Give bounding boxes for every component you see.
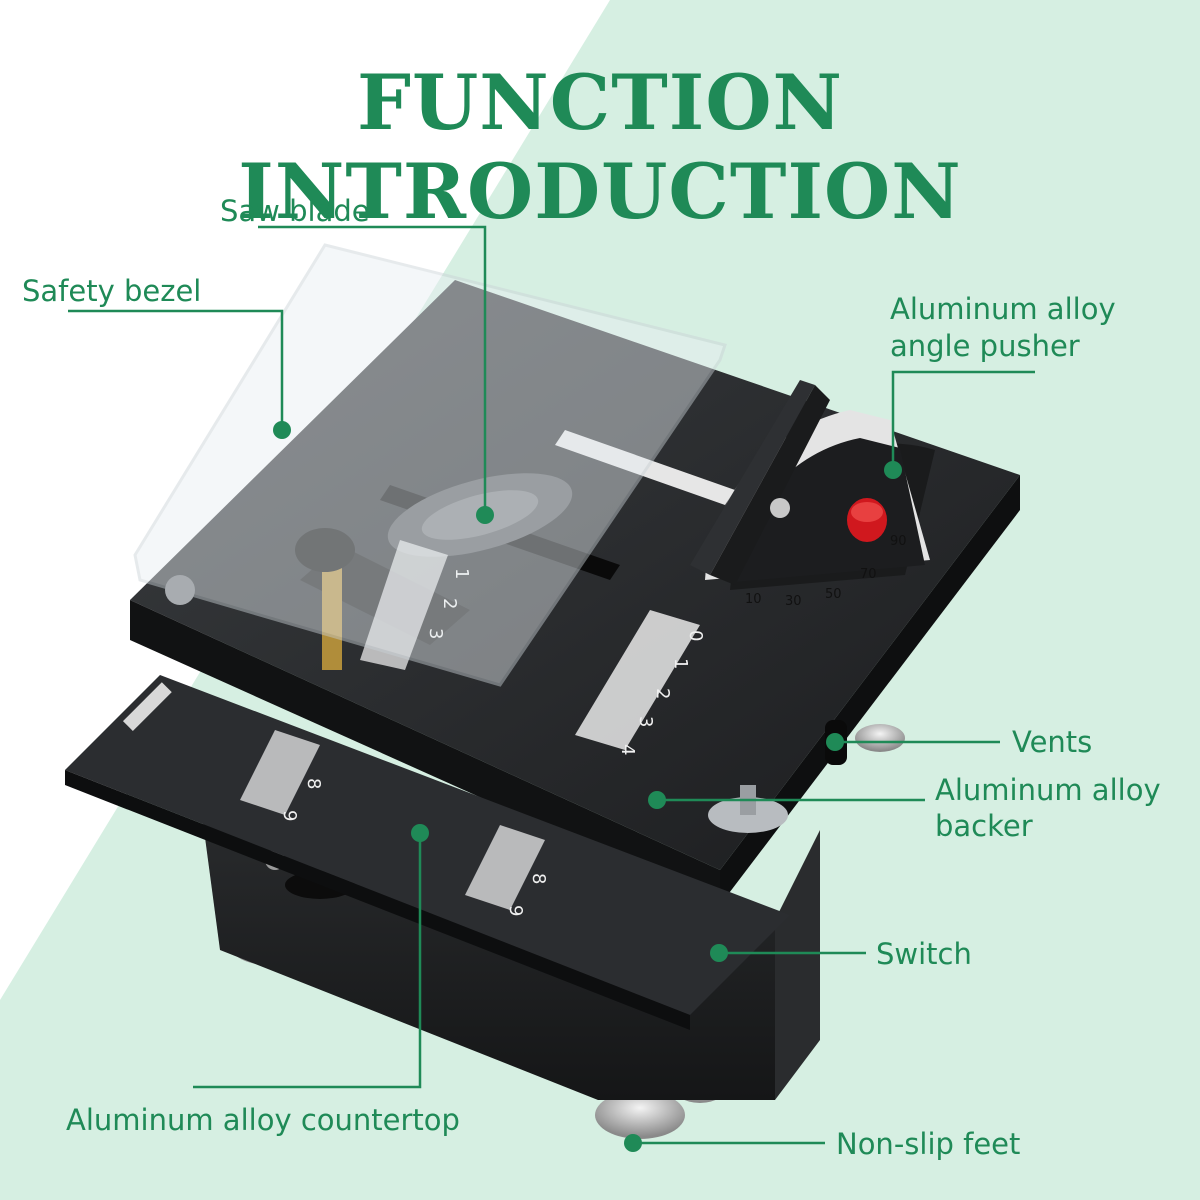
label-safety-bezel: Safety bezel	[22, 274, 202, 308]
fence-ruler	[360, 540, 448, 670]
label-countertop: Aluminum alloy countertop	[66, 1103, 460, 1137]
protractor-number: 30	[785, 594, 802, 609]
page-title: FUNCTION INTRODUCTION	[238, 58, 962, 236]
front-ruler-number: 8	[303, 778, 324, 789]
label-non-slip-feet: Non-slip feet	[836, 1127, 1021, 1161]
table-ruler-number: 3	[635, 716, 656, 727]
angle-pusher-fence	[690, 380, 815, 575]
motor-housing-side	[775, 830, 820, 1100]
label-angle-pusher-line2: angle pusher	[890, 329, 1080, 363]
protractor-number: 10	[745, 592, 762, 607]
table-ruler-number: 2	[652, 688, 673, 699]
table-ruler-number: 1	[670, 658, 691, 669]
fence-ruler-number: 1	[451, 568, 472, 579]
table-front-edge	[130, 600, 720, 905]
fence-knob	[295, 528, 355, 572]
table-ruler-number: 4	[617, 744, 638, 755]
side-vent	[825, 720, 847, 765]
protractor-number: 90	[890, 534, 907, 549]
label-backer-line1: Aluminum alloy	[935, 773, 1161, 807]
front-ruler-number: 9	[505, 905, 526, 916]
protractor-number: 50	[825, 587, 842, 602]
front-ruler-number: 9	[279, 810, 300, 821]
brass-rod	[322, 550, 342, 670]
table-ruler-number: 0	[685, 630, 706, 641]
table-ruler	[575, 610, 700, 750]
label-backer-line2: backer	[935, 809, 1033, 843]
foot-back-right	[855, 724, 905, 752]
fence-ruler-number: 3	[425, 628, 446, 639]
front-ruler-left	[240, 730, 320, 815]
front-ruler-number: 8	[528, 873, 549, 884]
wing-nut-left	[165, 575, 195, 605]
front-ruler-mid	[465, 825, 545, 910]
label-switch: Switch	[876, 937, 972, 971]
label-saw-blade: Saw blade	[220, 194, 370, 228]
table-right-edge	[720, 475, 1020, 905]
foot-front	[595, 1091, 685, 1139]
label-angle-pusher-line1: Aluminum alloy	[890, 292, 1116, 326]
countertop-extension	[65, 675, 790, 1015]
label-vents: Vents	[1012, 725, 1093, 759]
fence-ruler-number: 2	[439, 598, 460, 609]
protractor-number: 70	[860, 567, 877, 582]
